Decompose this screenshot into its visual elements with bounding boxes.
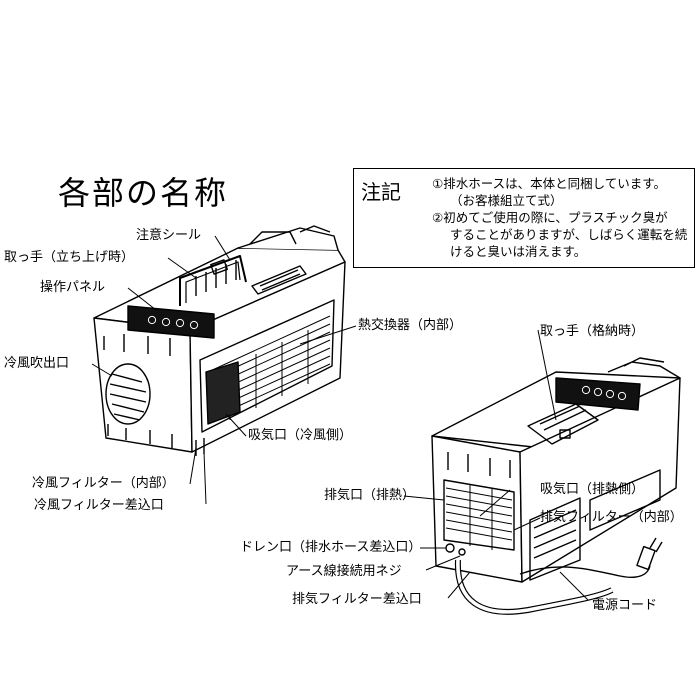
label-cool-air-outlet: 冷風吹出口 xyxy=(4,356,70,371)
label-exhaust-filter-inner: 排気フィルター（内部） xyxy=(540,510,683,525)
rear-unit-drawing xyxy=(431,357,681,615)
page-title: 各部の名称 xyxy=(58,174,229,212)
label-cool-filter-slot: 冷風フィルター差込口 xyxy=(34,498,164,513)
label-cool-filter-inner: 冷風フィルター（内部） xyxy=(32,476,175,491)
note-line-5: けると臭いは消えます。 xyxy=(450,244,587,259)
notes-heading: 注記 xyxy=(361,180,401,204)
label-power-cord: 電源コード xyxy=(592,598,658,613)
label-exhaust-port: 排気口（排熱） xyxy=(324,488,416,503)
label-ground-screw: アース線接続用ネジ xyxy=(286,564,402,579)
label-heat-exchanger: 熱交換器（内部） xyxy=(358,318,463,333)
note-line-2: （お客様組立て式） xyxy=(450,193,563,208)
note-line-1: ①排水ホースは、本体と同梱しています。 xyxy=(432,176,666,191)
label-exhaust-filter-slot: 排気フィルター差込口 xyxy=(292,592,422,607)
label-intake-cool-side: 吸気口（冷風側） xyxy=(248,428,353,443)
label-handle-raised: 取っ手（立ち上げ時） xyxy=(4,250,135,265)
notes-box xyxy=(353,168,695,268)
leader-lines xyxy=(91,235,589,601)
note-line-4: することがありますが、しばらく運転を続 xyxy=(450,227,688,242)
label-drain-port: ドレン口（排水ホース差込口） xyxy=(240,540,422,555)
label-handle-stored: 取っ手（格納時） xyxy=(540,324,645,339)
label-intake-hot-side: 吸気口（排熱側） xyxy=(540,482,645,497)
note-line-3: ②初めてご使用の際に、プラスチック臭が xyxy=(432,210,668,225)
front-unit-drawing xyxy=(93,225,346,456)
label-control-panel: 操作パネル xyxy=(40,280,106,295)
label-caution-seal: 注意シール xyxy=(136,228,202,243)
